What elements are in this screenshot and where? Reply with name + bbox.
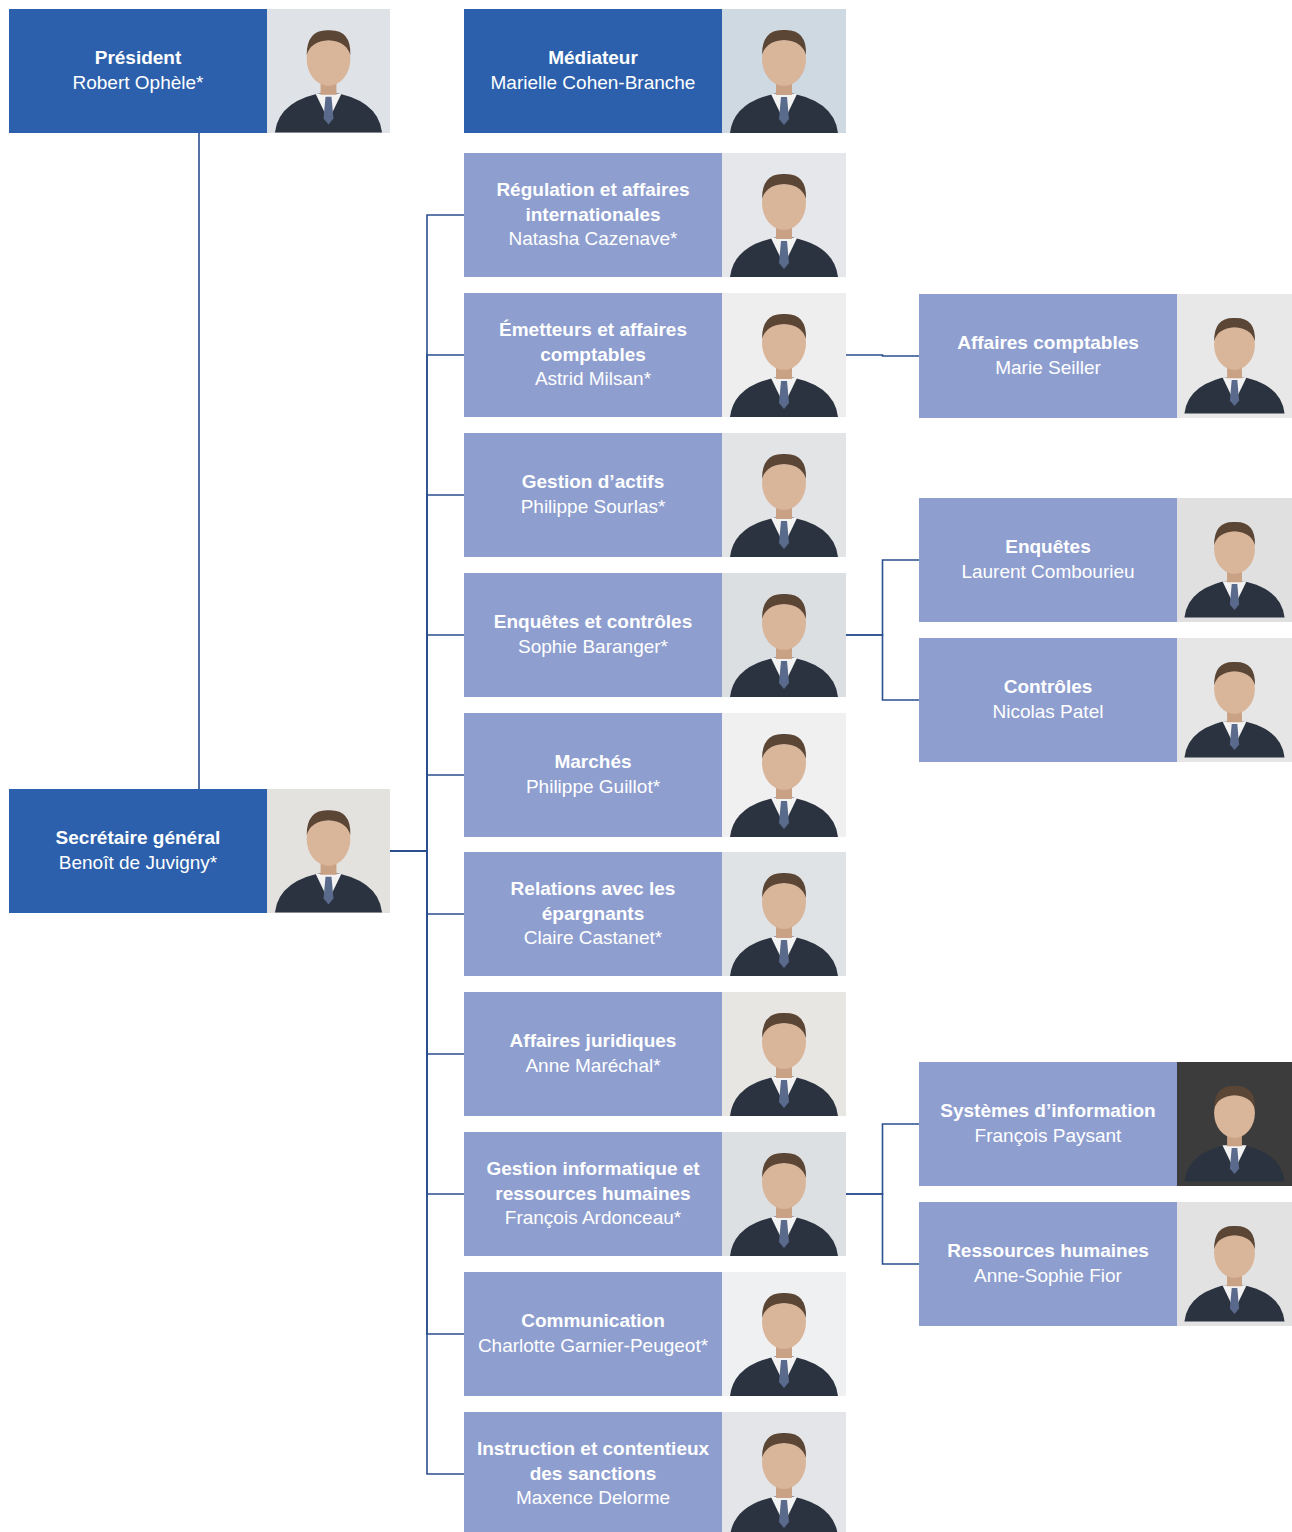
department-title: Gestion d’actifs [522,470,665,495]
department-title: Relations avec les épargnants [474,877,712,926]
department-title: Enquêtes [1005,535,1091,560]
box-panel: Gestion informatique et ressources humai… [464,1132,722,1256]
department-title: Instruction et contentieux des sanctions [474,1437,712,1486]
org-box: Émetteurs et affaires comptablesAstrid M… [464,293,846,417]
box-panel: Gestion d’actifsPhilippe Sourlas* [464,433,722,557]
person-name: Maxence Delorme [516,1486,670,1511]
department-title: Communication [521,1309,665,1334]
department-title: Systèmes d’information [940,1099,1155,1124]
org-box: Gestion informatique et ressources humai… [464,1132,846,1256]
org-box: Affaires comptablesMarie Seiller [919,294,1292,418]
box-panel: MarchésPhilippe Guillot* [464,713,722,837]
portrait [267,9,1292,1532]
box-panel: Ressources humainesAnne-Sophie Fior [919,1202,1177,1326]
person-name: Charlotte Garnier-Peugeot* [478,1334,708,1359]
org-connector [846,355,919,356]
org-connector [390,215,464,851]
person-name: Marie Seiller [995,356,1101,381]
org-box: Ressources humainesAnne-Sophie Fior [919,1202,1292,1326]
org-box: ContrôlesNicolas Patel [919,638,1292,762]
box-panel: CommunicationCharlotte Garnier-Peugeot* [464,1272,722,1396]
box-panel: MédiateurMarielle Cohen-Branche [464,9,722,133]
box-panel: Relations avec les épargnantsClaire Cast… [464,852,722,976]
department-title: Président [95,46,182,71]
org-connector [846,635,919,700]
org-connector [390,775,464,851]
org-connector [846,560,919,635]
person-name: Robert Ophèle* [73,71,204,96]
org-box: Affaires juridiquesAnne Maréchal* [464,992,846,1116]
person-name: Sophie Baranger* [518,635,668,660]
box-panel: Affaires juridiquesAnne Maréchal* [464,992,722,1116]
person-name: Philippe Guillot* [526,775,660,800]
org-connector [846,1124,919,1194]
org-connector [390,355,464,851]
department-title: Affaires juridiques [510,1029,677,1054]
person-name: Natasha Cazenave* [509,227,678,252]
org-box: Enquêtes et contrôlesSophie Baranger* [464,573,846,697]
department-title: Enquêtes et contrôles [494,610,693,635]
org-box: Relations avec les épargnantsClaire Cast… [464,852,846,976]
department-title: Affaires comptables [957,331,1139,356]
org-connector [390,635,464,851]
box-panel: PrésidentRobert Ophèle* [9,9,267,133]
department-title: Contrôles [1004,675,1093,700]
org-box: MarchésPhilippe Guillot* [464,713,846,837]
department-title: Marchés [554,750,631,775]
box-panel: Instruction et contentieux des sanctions… [464,1412,722,1532]
box-panel: Régulation et affaires internationalesNa… [464,153,722,277]
department-title: Gestion informatique et ressources humai… [474,1157,712,1206]
org-connector [390,851,464,1474]
person-name: Anne Maréchal* [525,1054,660,1079]
department-title: Médiateur [548,46,638,71]
person-name: François Ardonceau* [505,1206,681,1231]
person-name: François Paysant [975,1124,1122,1149]
box-panel: Secrétaire généralBenoît de Juvigny* [9,789,267,913]
person-name: Marielle Cohen-Branche [491,71,696,96]
box-panel: ContrôlesNicolas Patel [919,638,1177,762]
department-title: Émetteurs et affaires comptables [474,318,712,367]
box-panel: Enquêtes et contrôlesSophie Baranger* [464,573,722,697]
org-box: CommunicationCharlotte Garnier-Peugeot* [464,1272,846,1396]
org-box: EnquêtesLaurent Combourieu [919,498,1292,622]
org-box: Systèmes d’informationFrançois Paysant [919,1062,1292,1186]
department-title: Secrétaire général [56,826,221,851]
box-panel: Affaires comptablesMarie Seiller [919,294,1177,418]
org-box: Gestion d’actifsPhilippe Sourlas* [464,433,846,557]
org-connector [846,1194,919,1264]
org-box: Régulation et affaires internationalesNa… [464,153,846,277]
org-box: PrésidentRobert Ophèle* [9,9,390,133]
org-box: MédiateurMarielle Cohen-Branche [464,9,846,133]
person-name: Laurent Combourieu [961,560,1134,585]
org-connector [390,495,464,851]
org-box: Instruction et contentieux des sanctions… [464,1412,846,1532]
org-connector [198,133,200,789]
org-box: Secrétaire généralBenoît de Juvigny* [9,789,390,913]
person-name: Claire Castanet* [524,926,662,951]
person-name: Anne-Sophie Fior [974,1264,1122,1289]
department-title: Ressources humaines [947,1239,1149,1264]
person-name: Astrid Milsan* [535,367,651,392]
box-panel: Émetteurs et affaires comptablesAstrid M… [464,293,722,417]
person-name: Philippe Sourlas* [521,495,666,520]
box-panel: Systèmes d’informationFrançois Paysant [919,1062,1177,1186]
box-panel: EnquêtesLaurent Combourieu [919,498,1177,622]
person-name: Nicolas Patel [993,700,1104,725]
department-title: Régulation et affaires internationales [474,178,712,227]
person-name: Benoît de Juvigny* [59,851,217,876]
